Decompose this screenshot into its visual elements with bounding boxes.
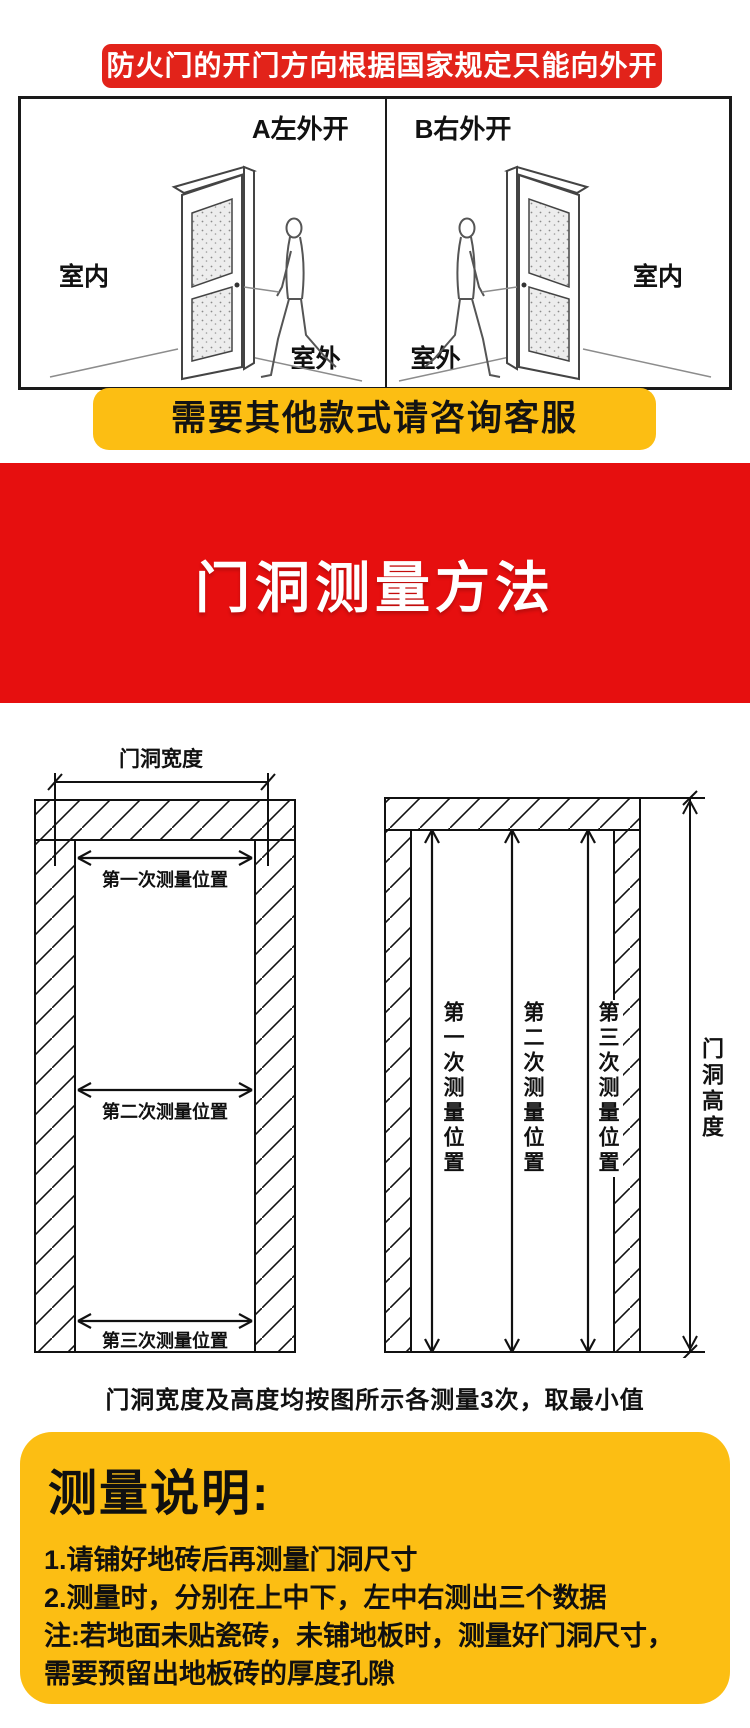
vertical-measure-label-3: 第三次测量位置 [591,1000,623,1177]
vertical-measure-arrow-2 [504,829,520,1353]
measure-label-3: 第三次测量位置 [102,1330,228,1351]
door-knob [234,282,240,288]
note-item: 1.请铺好地砖后再测量门洞尺寸 [44,1545,418,1575]
width-diagram-title: 门洞宽度 [119,747,203,771]
door-leaf [180,173,243,381]
note-item: 注:若地面未贴瓷砖，未铺地板时，测量好门洞尺寸， [44,1621,674,1651]
fire-door-direction-banner: 防火门的开门方向根据国家规定只能向外开 [102,44,662,88]
width-dimension-line [47,773,276,866]
panel-a-label: A左外开 [251,114,349,144]
height-diagram-title: 门洞高度 [694,1036,728,1142]
measure-arrow-2 [77,1082,253,1098]
vertical-measure-arrow-1 [424,829,440,1353]
outdoor-label: 室外 [290,345,341,373]
door-direction-box: A左外开 室内 室外 [18,96,732,390]
indoor-label: 室内 [59,263,110,291]
measurement-notes-panel: 测量说明: 1.请铺好地砖后再测量门洞尺寸 2.测量时，分别在上中下，左中右测出… [20,1432,730,1704]
service-notice-banner: 需要其他款式请咨询客服 [93,388,656,450]
note-item: 需要预留出地板砖的厚度孔隙 [44,1659,395,1689]
height-dimension-line [640,790,705,1358]
vertical-measure-label-2: 第二次测量位置 [516,1000,548,1177]
notes-title: 测量说明: [48,1467,271,1521]
panel-left-outward: A左外开 室内 室外 [21,99,387,387]
floor-line [49,348,362,382]
measure-label-1: 第一次测量位置 [102,869,228,890]
measure-label-2: 第二次测量位置 [102,1101,228,1122]
door-knob [521,282,527,288]
person-icon [243,217,337,378]
measure-arrow-3 [77,1313,253,1329]
door-illustration-left-open [49,165,362,382]
door-frame [503,165,590,371]
door-illustration-right-open [398,165,711,382]
door-leaf [517,173,580,381]
floor-line [398,348,711,382]
indoor-label: 室内 [632,263,683,291]
person-icon [424,217,517,378]
panel-right-outward: B右外开 室内 室外 [387,99,729,387]
panel-b-label: B右外开 [414,114,512,144]
outdoor-label: 室外 [410,345,461,373]
vertical-measure-arrow-3 [580,829,596,1353]
measure-arrow-1 [77,850,253,866]
note-item: 2.测量时，分别在上中下，左中右测出三个数据 [44,1583,607,1613]
section-title: 门洞测量方法 [194,557,555,619]
door-frame [171,165,257,371]
diagram-caption: 门洞宽度及高度均按图所示各测量3次，取最小值 [105,1387,645,1414]
door-frame-section [34,799,296,1353]
vertical-measure-label-1: 第一次测量位置 [436,1000,468,1177]
door-width-diagram: 门洞宽度 第一次测量位置 第二次测量位置 第三次测量位置 [34,747,296,1353]
measure-method-section: 门洞测量方法 [0,463,750,703]
